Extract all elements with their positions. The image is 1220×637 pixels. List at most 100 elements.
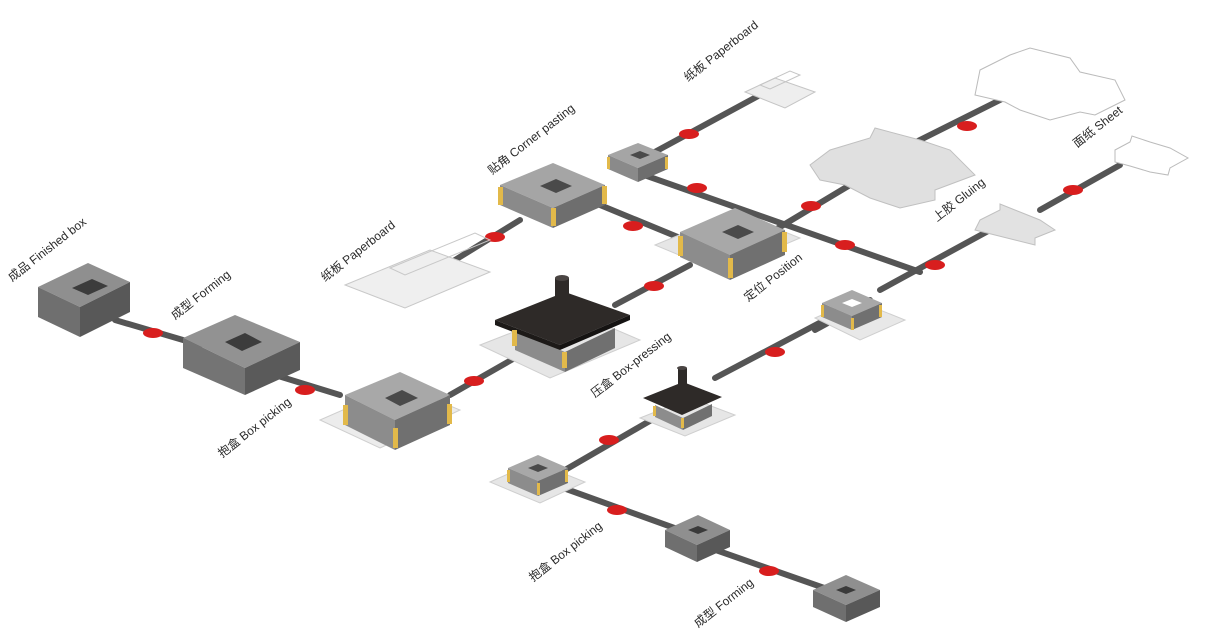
box-left [515, 330, 565, 372]
box-left [665, 530, 697, 562]
box-left [813, 590, 846, 622]
box-picking-left [318, 372, 462, 450]
connector-small-to-hub [627, 167, 923, 275]
box-inner [630, 151, 650, 159]
joint-marker [925, 260, 945, 270]
corner-tape [665, 157, 668, 169]
box-left [38, 287, 80, 337]
joint-marker [679, 129, 699, 139]
box-inner [540, 179, 572, 193]
forming-box-top [183, 315, 300, 395]
connector-picking-pressing [447, 352, 523, 398]
corner-pasting-box [498, 163, 607, 228]
joints [143, 121, 1083, 576]
corner-tape [678, 236, 683, 256]
outline-sheet [974, 47, 1126, 121]
connector-paper-small-corner [637, 92, 763, 163]
label-forming-top: 成型 Forming [168, 267, 233, 322]
box-left [680, 232, 730, 280]
box-right [852, 303, 882, 330]
connector-corner-position [597, 202, 688, 243]
box-left [500, 185, 553, 228]
press-shaft [555, 278, 569, 310]
paperboard-sheet-top-fold [758, 70, 802, 90]
box-inner [72, 279, 108, 295]
label-paperboard-top: 纸板 Paperboard [681, 18, 761, 84]
box-right [683, 404, 712, 430]
paperboard-sheet-left-fold [388, 232, 492, 276]
sheets [343, 47, 1190, 309]
joint-marker [759, 566, 779, 576]
joint-marker [687, 183, 707, 193]
label-corner-pasting: 贴角 Corner pasting [485, 101, 577, 177]
box-right [697, 530, 730, 562]
corner-tape [728, 258, 733, 278]
sheet-outline-right [1114, 135, 1190, 176]
corner-tape [512, 330, 517, 346]
press-shaft-top [555, 275, 569, 281]
joint-marker [644, 281, 664, 291]
joint-marker [801, 201, 821, 211]
box-inner [836, 586, 856, 594]
box-pressing-main [478, 275, 642, 379]
corner-tape [851, 318, 854, 330]
press-plate-side [495, 320, 560, 350]
box-left [183, 338, 245, 395]
joint-marker [623, 221, 643, 231]
box-left [608, 155, 638, 182]
box-left [655, 405, 683, 430]
box-right [846, 590, 880, 622]
small-open-box [813, 290, 907, 341]
corner-tape [565, 470, 568, 482]
box-pressing-small [638, 366, 737, 437]
label-forming-bottom: 成型 Forming [691, 575, 756, 630]
press-shaft [678, 368, 687, 392]
press-plate-side2 [560, 315, 630, 350]
corner-tape [562, 352, 567, 368]
box-right [638, 155, 668, 182]
box-left [508, 468, 538, 496]
finished-box [38, 263, 130, 337]
corner-tape [681, 418, 684, 428]
press-shaft-top [677, 366, 687, 370]
box-inner [225, 333, 262, 351]
box-inner [528, 464, 548, 472]
joint-marker [607, 505, 627, 515]
box-right [395, 395, 450, 450]
press-plate [495, 292, 630, 345]
corner-tape [447, 404, 452, 424]
box-right [553, 185, 605, 228]
corner-tape [821, 305, 824, 317]
finished-box-bottom [813, 575, 880, 622]
corner-tape [507, 470, 510, 482]
box-inner [385, 390, 418, 406]
box-right [565, 328, 615, 372]
joint-marker [957, 121, 977, 131]
paperboard-sheet-left [343, 249, 492, 309]
corner-tape [602, 186, 607, 204]
label-box-picking-left: 抱盒 Box picking [215, 394, 294, 460]
joint-marker [835, 240, 855, 250]
connector-forming-picking [272, 372, 343, 398]
joint-marker [599, 435, 619, 445]
joint-marker [464, 376, 484, 386]
box-right [245, 342, 300, 395]
label-box-picking-bottom: 抱盒 Box picking [526, 518, 605, 584]
box-inner [722, 225, 754, 239]
corner-tape [537, 483, 540, 495]
forming-box-bottom [665, 515, 730, 562]
joint-marker [295, 385, 315, 395]
joint-marker [765, 347, 785, 357]
small-box-top [607, 143, 668, 182]
box-right [730, 230, 785, 280]
corner-tape [653, 406, 656, 416]
joint-marker [1063, 185, 1083, 195]
paperboard-sheet-top [743, 77, 817, 109]
box-right [538, 468, 568, 496]
gluing-sheet-small [974, 203, 1057, 246]
corner-tape [551, 208, 556, 226]
position-box [653, 208, 802, 280]
corner-tape [607, 157, 610, 169]
